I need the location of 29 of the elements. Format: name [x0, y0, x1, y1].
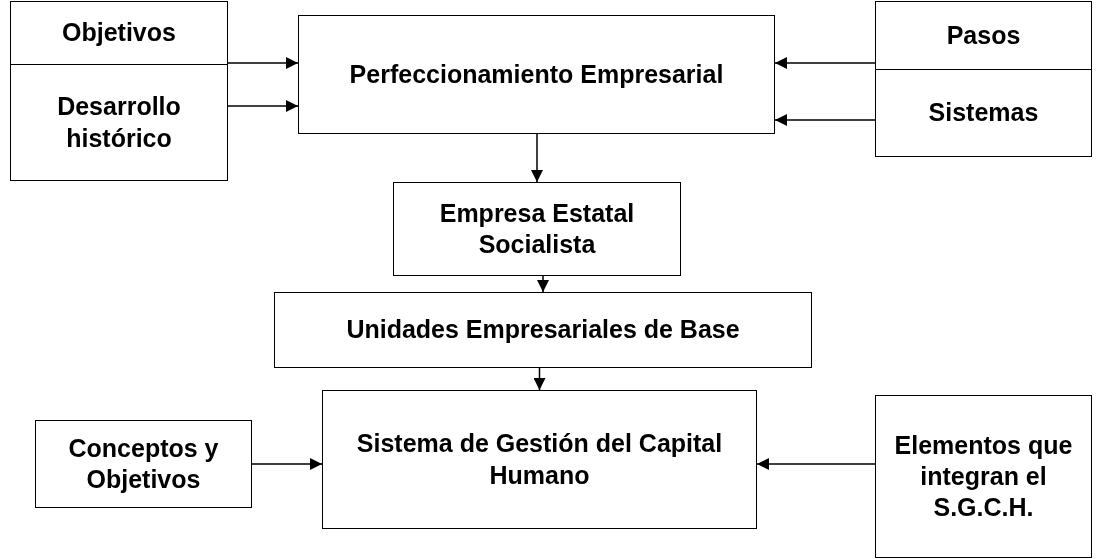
box-label: Sistema de Gestión del Capital Humano	[355, 428, 724, 491]
box-label: Unidades Empresariales de Base	[346, 314, 740, 346]
process-box	[274, 292, 812, 368]
process-box	[35, 420, 252, 508]
process-box	[10, 64, 228, 181]
arrow	[227, 57, 299, 69]
box-label: Conceptos y Objetivos	[67, 432, 220, 495]
process-box	[322, 390, 757, 529]
process-box	[298, 15, 775, 134]
box-label: Objetivos	[62, 17, 176, 49]
box-label: Sistemas	[928, 97, 1039, 129]
process-box	[875, 1, 1092, 70]
arrow	[533, 367, 546, 391]
process-box	[875, 395, 1092, 558]
arrow	[227, 100, 299, 112]
box-label: Elementos que integran el S.G.C.H.	[893, 429, 1074, 524]
box-label: Perfeccionamiento Empresarial	[349, 58, 724, 90]
box-label: Pasos	[946, 19, 1021, 51]
arrow	[531, 133, 543, 183]
arrow	[774, 114, 876, 126]
arrow	[756, 458, 876, 470]
box-label: Empresa Estatal Socialista	[438, 197, 636, 260]
arrow	[537, 275, 549, 293]
process-box	[393, 182, 681, 276]
box-label: Desarrollo histórico	[56, 91, 182, 154]
process-box	[875, 69, 1092, 157]
arrow	[251, 458, 323, 470]
process-box	[10, 1, 228, 65]
arrow	[774, 57, 876, 69]
